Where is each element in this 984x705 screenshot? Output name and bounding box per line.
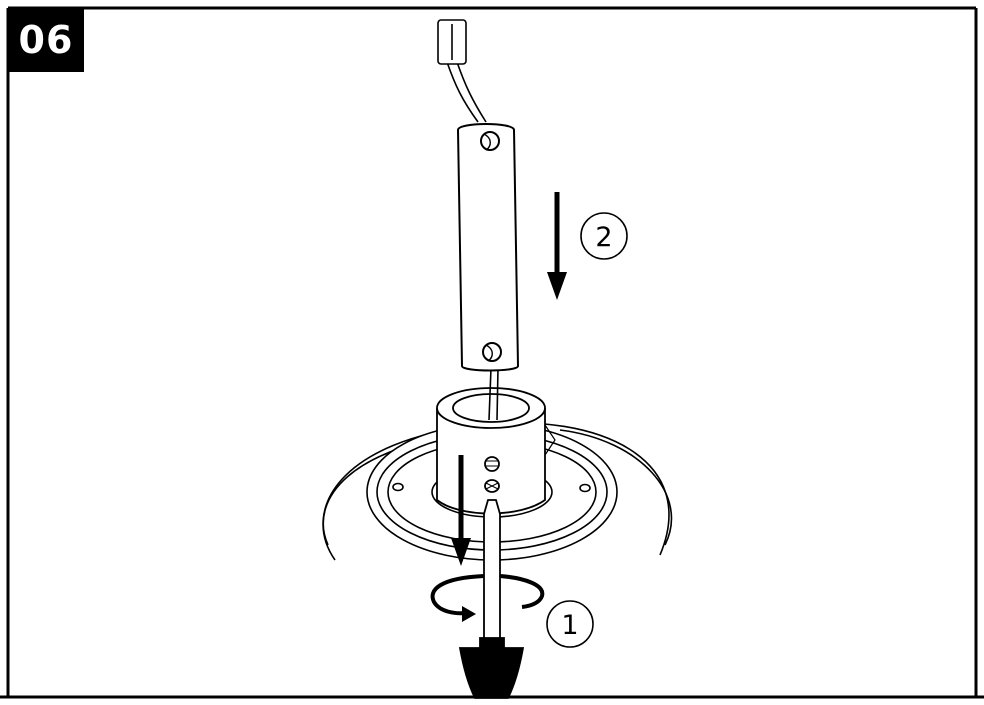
arrow-down-1 bbox=[451, 455, 471, 566]
arrow-down-2 bbox=[547, 192, 567, 300]
wire-connector bbox=[437, 19, 467, 65]
downrod-coupler bbox=[436, 387, 556, 515]
callout-2-label: 2 bbox=[595, 222, 612, 253]
downrod bbox=[456, 123, 520, 372]
callout-1: 1 bbox=[546, 600, 594, 648]
wires bbox=[446, 61, 499, 421]
rotate-arrow bbox=[430, 574, 545, 622]
screwdriver bbox=[458, 499, 525, 699]
plate-hole-right bbox=[579, 483, 591, 493]
set-screw bbox=[484, 456, 500, 472]
callout-2: 2 bbox=[580, 212, 628, 260]
callout-1-label: 1 bbox=[561, 610, 578, 641]
step-number-badge: 06 bbox=[8, 8, 84, 72]
plate-hole-left bbox=[392, 482, 404, 492]
